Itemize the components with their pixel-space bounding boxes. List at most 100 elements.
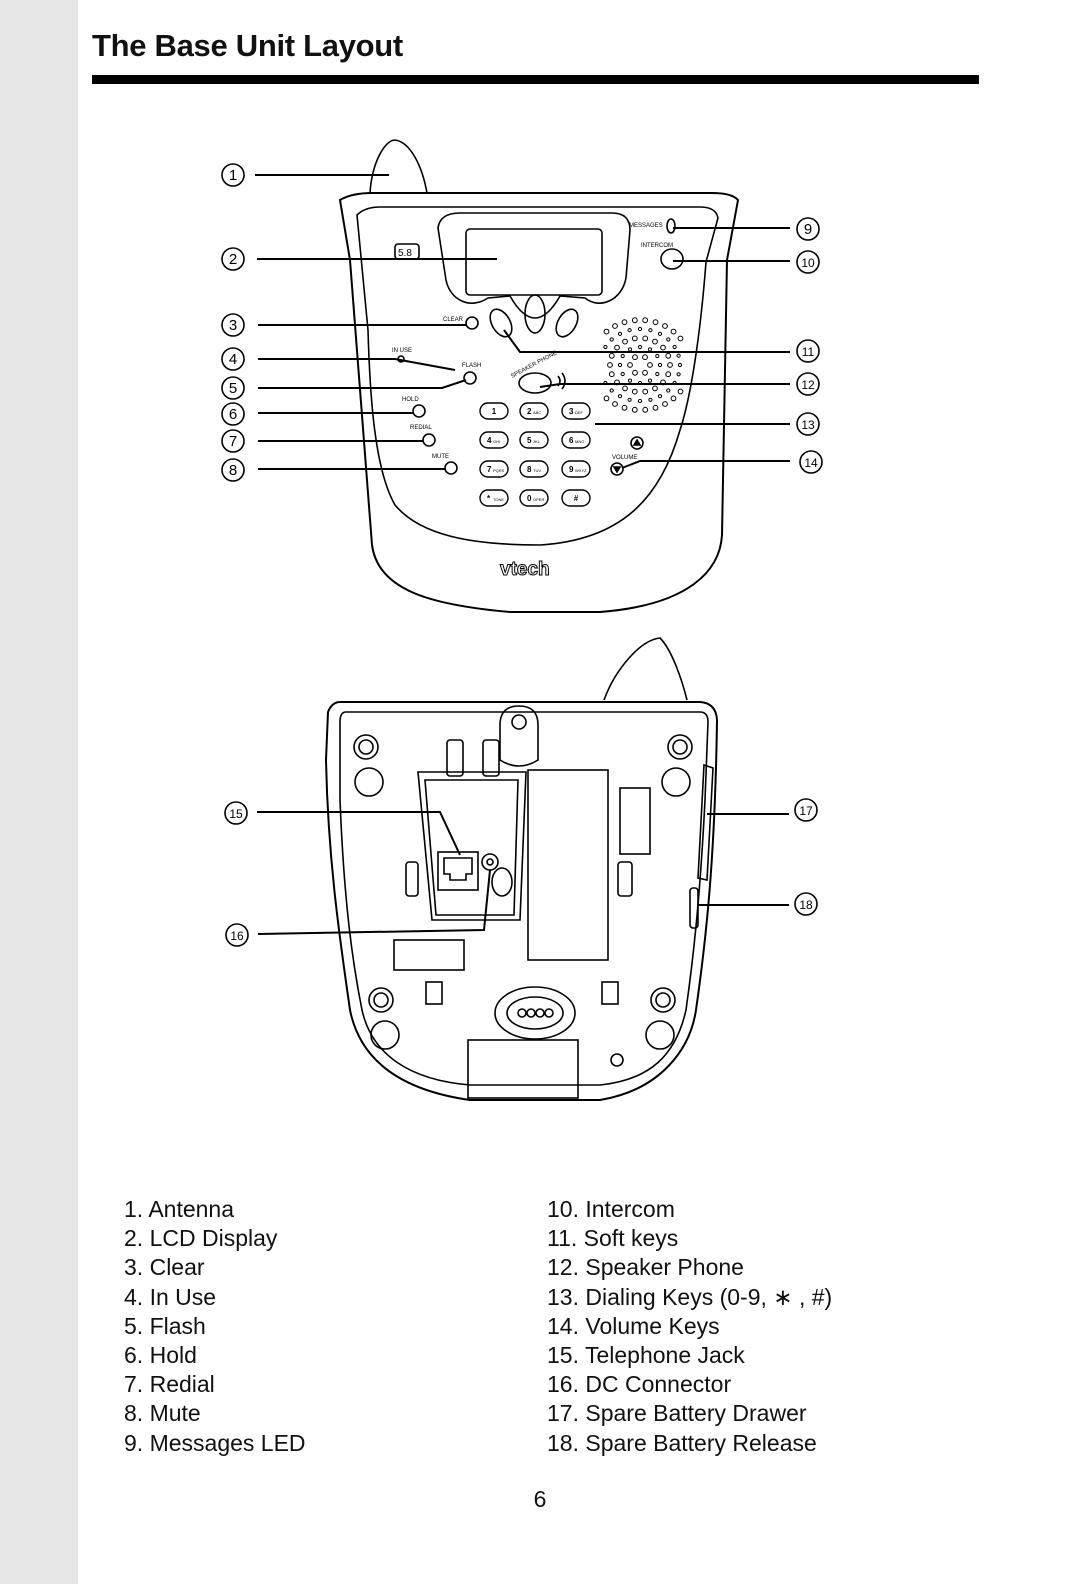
key-letters: ABC [533, 410, 541, 415]
volume-down-icon [612, 466, 622, 474]
callout-number: 17 [799, 804, 813, 818]
legend-label: Redial [149, 1371, 215, 1398]
callout-number: 1 [229, 167, 237, 184]
callout-1: 1 [221, 163, 245, 187]
band-badge: 5.8 [398, 248, 412, 259]
legend-item: 7. Redial [124, 1370, 306, 1399]
soft-key-center[interactable] [524, 294, 546, 334]
legend-label: Telephone Jack [584, 1342, 745, 1369]
legend-item: 4. In Use [124, 1283, 306, 1312]
key-digit: 9 [569, 465, 574, 474]
page-number: 6 [533, 1486, 547, 1512]
legend-item: 10. Intercom [547, 1195, 832, 1224]
legend-label: Soft keys [583, 1225, 679, 1252]
legend-label: Spare Battery Drawer [585, 1400, 807, 1427]
key-digit: 5 [527, 436, 532, 445]
flash-button[interactable] [463, 371, 477, 385]
mute-button[interactable] [444, 461, 458, 475]
legend-item: 18. Spare Battery Release [547, 1429, 832, 1458]
legend-label: Speaker Phone [585, 1254, 744, 1281]
legend-item: 5. Flash [124, 1312, 306, 1341]
hold-button[interactable] [412, 404, 426, 418]
callout-number: 8 [229, 462, 237, 479]
callout-3: 3 [221, 313, 245, 337]
antenna-rear [603, 637, 688, 701]
key-digit: * [487, 494, 491, 503]
base-top-view: 5.8 MESSAGES INTERCOM CLEAR IN USE FLASH… [338, 139, 740, 613]
key-star[interactable]: *TONE [479, 489, 509, 507]
key-letters: JKL [533, 439, 541, 444]
key-digit: 3 [569, 407, 574, 416]
soft-key-left[interactable] [486, 306, 517, 341]
key-digit: 0 [527, 494, 532, 503]
legend-label: Volume Keys [585, 1312, 720, 1339]
legend-label: Messages LED [149, 1429, 306, 1456]
volume-down-button[interactable] [610, 462, 624, 476]
legend-item: 9. Messages LED [124, 1429, 306, 1458]
key-letters: DEF [575, 410, 584, 415]
key-1[interactable]: 1 [479, 402, 509, 420]
callout-12: 12 [796, 372, 820, 396]
key-pound[interactable]: # [561, 489, 591, 507]
key-letters: WXYZ [575, 468, 587, 473]
redial-label: REDIAL [410, 425, 432, 431]
callout-number: 4 [229, 351, 237, 368]
page-title: The Base Unit Layout [92, 28, 403, 63]
callout-9: 9 [796, 217, 820, 241]
legend-item: 6. Hold [124, 1341, 306, 1370]
redial-button[interactable] [422, 433, 436, 447]
callout-number: 18 [799, 898, 813, 912]
clear-label: CLEAR [443, 317, 464, 323]
legend-number: 13. [547, 1283, 579, 1310]
legend-label: In Use [149, 1283, 217, 1310]
volume-up-icon [632, 438, 642, 446]
speaker-grille [603, 317, 684, 413]
callout-17: 17 [794, 798, 818, 822]
legend-number: 1. [124, 1196, 144, 1222]
dc-connector [481, 853, 499, 871]
legend-label: Hold [149, 1342, 197, 1369]
key-letters: OPER [533, 497, 544, 502]
legend-item: 8. Mute [124, 1399, 306, 1428]
legend-number: 8. [124, 1400, 144, 1427]
antenna [369, 139, 428, 194]
callout-number: 15 [229, 807, 243, 821]
intercom-button[interactable] [660, 248, 684, 270]
key-letters: GHI [493, 439, 500, 444]
key-digit: 2 [527, 407, 532, 416]
legend-number: 10. [547, 1196, 579, 1222]
callout-14: 14 [799, 450, 823, 474]
legend-label: LCD Display [149, 1225, 278, 1252]
clear-button[interactable] [465, 316, 479, 330]
soft-key-right[interactable] [552, 306, 583, 341]
messages-led [666, 218, 676, 234]
spare-battery-drawer [697, 763, 714, 881]
callout-2: 2 [221, 247, 245, 271]
legend-item: 3. Clear [124, 1253, 306, 1282]
callout-number: 10 [801, 256, 815, 270]
callout-number: 2 [229, 251, 237, 268]
vtech-logo: vtech [500, 559, 550, 580]
legend-item: 1. Antenna [124, 1195, 306, 1224]
key-letters: MNO [575, 439, 584, 444]
speaker-phone-button[interactable] [518, 372, 552, 394]
in-use-label: IN USE [392, 348, 412, 354]
legend-label: Flash [149, 1312, 206, 1339]
legend-label: Antenna [148, 1196, 235, 1222]
key-letters: PQRS [493, 468, 505, 473]
legend-number: 17. [547, 1400, 579, 1427]
volume-up-button[interactable] [630, 436, 644, 450]
spare-battery-release [689, 887, 699, 929]
title-rule [92, 75, 979, 84]
